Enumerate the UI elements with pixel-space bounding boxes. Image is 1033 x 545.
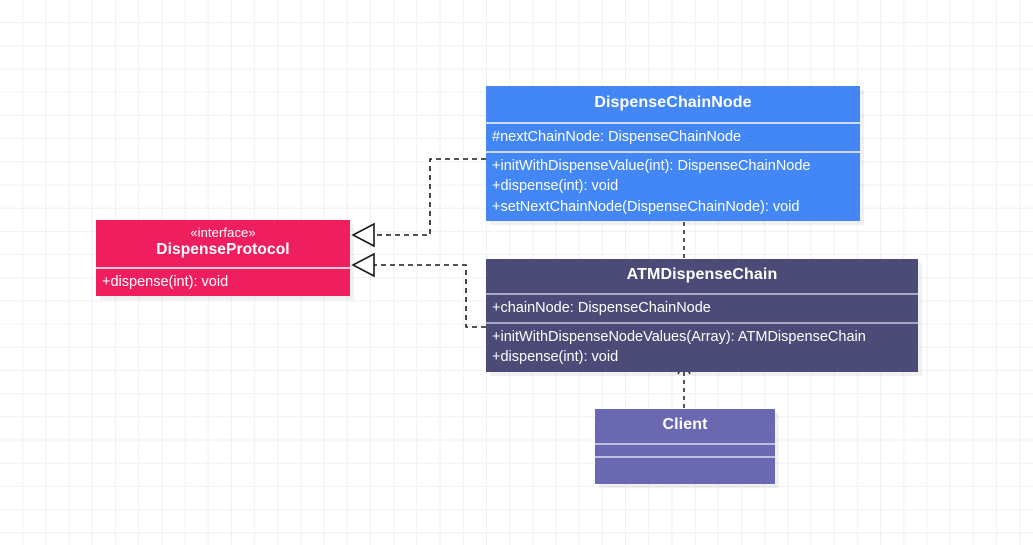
attributes-compartment-dispense-chain-node: #nextChainNode: DispenseChainNode — [486, 123, 860, 152]
method-row: +dispense(int): void — [492, 178, 619, 195]
methods-compartment-dispense-chain-node: +initWithDispenseValue(int): DispenseCha… — [486, 153, 860, 222]
attribute-row: #nextChainNode: DispenseChainNode — [492, 128, 742, 145]
hollow-triangle-arrowhead-1 — [351, 222, 375, 248]
edge-realization-chain-to-protocol — [351, 252, 486, 328]
attribute-row: +chainNode: DispenseChainNode — [492, 299, 711, 316]
methods-compartment-client — [595, 457, 775, 484]
compartment-divider — [486, 121, 860, 124]
methods-compartment-atm-dispense-chain: +initWithDispenseNodeValues(Array): ATMD… — [486, 324, 918, 372]
method-row: +initWithDispenseValue(int): DispenseCha… — [492, 158, 811, 175]
class-title-client: Client — [595, 409, 775, 443]
attributes-compartment-client — [595, 444, 775, 456]
class-title-dispense-chain-node: DispenseChainNode — [486, 86, 860, 122]
stereotype-label: «interface» — [190, 225, 256, 240]
method-row: +dispense(int): void — [492, 349, 619, 366]
edge-realization-node-to-protocol — [351, 158, 486, 248]
compartment-divider — [595, 455, 775, 458]
method-row: +setNextChainNode(DispenseChainNode): vo… — [492, 198, 800, 215]
class-box-dispense-chain-node[interactable]: DispenseChainNode #nextChainNode: Dispen… — [486, 86, 860, 222]
class-title-atm-dispense-chain: ATMDispenseChain — [486, 259, 918, 293]
interface-title-dispense-protocol: «interface» DispenseProtocol — [96, 220, 350, 267]
method-row: +dispense(int): void — [102, 273, 229, 290]
attributes-compartment-atm-dispense-chain: +chainNode: DispenseChainNode — [486, 294, 918, 323]
compartment-divider — [486, 292, 918, 295]
hollow-triangle-arrowhead-2 — [351, 252, 375, 278]
compartment-divider — [486, 151, 860, 154]
compartment-divider — [96, 266, 350, 269]
compartment-divider — [595, 442, 775, 445]
interface-name-label: DispenseProtocol — [156, 241, 290, 259]
method-row: +initWithDispenseNodeValues(Array): ATMD… — [492, 329, 866, 346]
compartment-divider — [486, 322, 918, 325]
interface-box-dispense-protocol[interactable]: «interface» DispenseProtocol +dispense(i… — [96, 220, 350, 296]
class-box-client[interactable]: Client — [595, 409, 775, 484]
methods-compartment-dispense-protocol: +dispense(int): void — [96, 268, 350, 296]
class-box-atm-dispense-chain[interactable]: ATMDispenseChain +chainNode: DispenseCha… — [486, 259, 918, 372]
